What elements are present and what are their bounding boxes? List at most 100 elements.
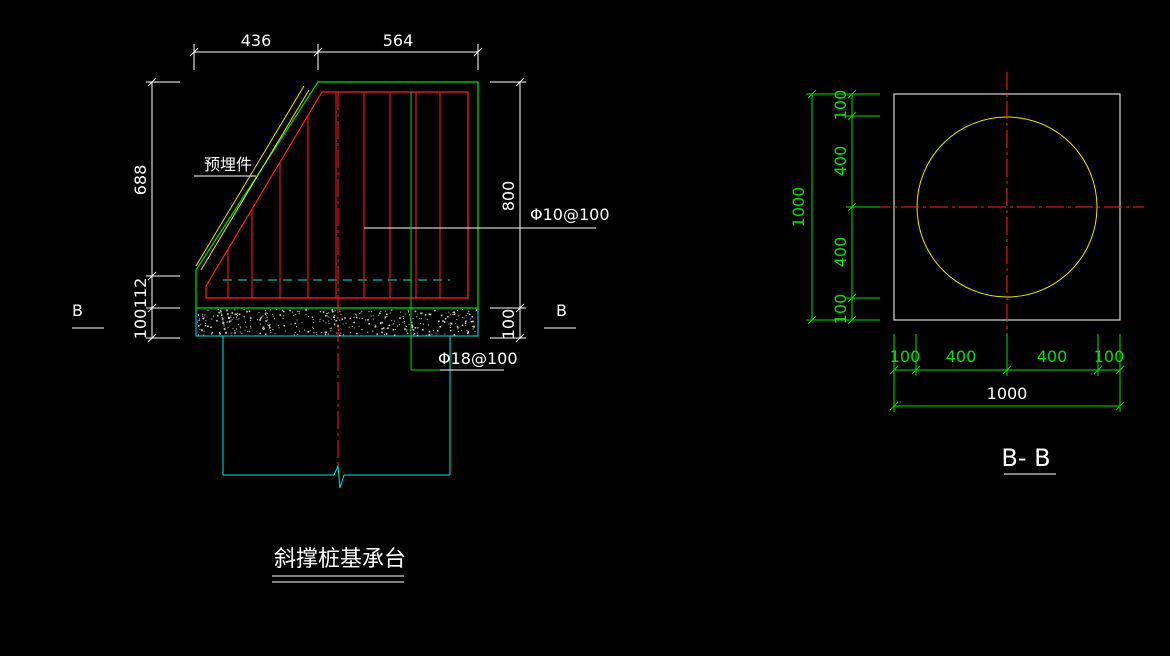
hatch-dot [232, 327, 234, 329]
left-dimension-lines [146, 77, 180, 343]
hatch-dot [216, 314, 219, 317]
section-centerlines [872, 72, 1144, 344]
hatch-dot [450, 322, 453, 325]
hatch-dot [447, 315, 449, 318]
hatch-dot [436, 330, 439, 332]
hatch-dot [204, 324, 207, 327]
hatch-dot [222, 321, 225, 324]
hatch-dot [386, 316, 388, 318]
hatch-dot [230, 317, 232, 319]
hatch-dot [467, 313, 469, 315]
hatch-dot [351, 326, 353, 327]
hatch-dot [202, 313, 204, 315]
hatch-dot [404, 322, 406, 324]
hatch-dot [250, 327, 252, 329]
hatch-dot [414, 310, 417, 313]
hatch-dot [411, 324, 413, 326]
hatch-dot [312, 317, 314, 319]
hatch-dot [245, 321, 247, 323]
hatch-dot [384, 318, 386, 320]
hatch-dot [218, 311, 220, 314]
hatch-dot [199, 328, 201, 330]
hatch-dot [205, 323, 207, 324]
hatch-dot [350, 332, 351, 334]
hatch-dot [372, 330, 374, 332]
hatch-dot [419, 317, 421, 319]
hatch-dot [249, 331, 251, 333]
hatch-dot [467, 331, 470, 333]
hatch-dot [330, 318, 332, 320]
hatch-dot [465, 320, 467, 323]
hatch-dot [434, 309, 436, 312]
hatch-dot [270, 309, 272, 311]
hatch-dot [319, 311, 321, 312]
hatch-dot [412, 318, 414, 320]
section-bottom-dim-lines [889, 334, 1125, 412]
hatch-dot [262, 326, 265, 329]
hatch-dot [422, 329, 424, 331]
hatch-dot [390, 309, 392, 311]
hatch-dot [221, 314, 223, 317]
hatch-dot [267, 324, 269, 326]
hatch-dot [472, 328, 474, 330]
hatch-dot [332, 311, 334, 313]
hatch-dot [270, 331, 272, 333]
hatch-dot [239, 331, 241, 333]
hatch-dot [385, 333, 388, 335]
hatch-dot [248, 310, 251, 313]
hatch-dot [202, 315, 204, 317]
hatch-dot [299, 330, 301, 332]
hatch-dot [356, 332, 358, 335]
hatch-dot [331, 310, 334, 313]
hatch-dot [237, 315, 238, 317]
hatch-dot [397, 325, 398, 327]
hatch-dot [385, 313, 388, 315]
hatch-dot [361, 328, 363, 330]
right-dimension-lines [490, 77, 526, 343]
hatch-dot [265, 319, 267, 321]
hatch-dot [368, 323, 370, 325]
hatch-dot [472, 321, 474, 323]
hatch-dot [381, 331, 383, 334]
leader-lines [194, 175, 596, 371]
hatch-dot [278, 327, 280, 329]
hatch-dot [328, 322, 330, 324]
hatch-dot [249, 319, 251, 321]
hatch-dot [237, 324, 239, 326]
label-main-bar: Φ18@100 [438, 349, 518, 368]
hatch-dot [327, 312, 329, 314]
hatch-dot [326, 313, 328, 315]
hatch-dot [372, 318, 374, 320]
hatch-dot [453, 313, 456, 315]
hatch-dot [355, 313, 357, 315]
hatch-dot [470, 318, 472, 320]
hatch-dot [236, 328, 237, 330]
hatch-dot [457, 331, 459, 333]
hatch-dot [330, 327, 332, 329]
hatch-dot [410, 321, 413, 324]
hatch-dot [358, 317, 360, 319]
hatch-dot [294, 322, 297, 325]
sec-bottom-dim-100a: 100 [890, 347, 921, 366]
hatch-dot [353, 321, 355, 324]
hatch-dot [265, 312, 267, 314]
hatch-dot [220, 310, 222, 312]
hatch-dot [408, 311, 409, 313]
hatch-dot [283, 315, 285, 317]
hatch-dot [226, 310, 228, 312]
hatch-dot [411, 326, 414, 328]
hatch-dot [394, 320, 395, 322]
hatch-dot [226, 321, 228, 323]
hatch-dot [294, 314, 296, 316]
hatch-dot [291, 311, 293, 313]
hatch-dot [325, 315, 327, 317]
hatch-dot [336, 332, 338, 334]
hatch-dot [465, 315, 467, 317]
vertical-stirrups [227, 92, 441, 298]
hatch-dot [386, 327, 388, 329]
hatch-dot [376, 333, 379, 335]
hatch-dot [340, 332, 342, 334]
hatch-dot [402, 321, 404, 323]
section-b-b: 100 400 400 100 1000 100 400 400 100 100… [789, 72, 1144, 475]
hatch-dot [225, 331, 227, 334]
